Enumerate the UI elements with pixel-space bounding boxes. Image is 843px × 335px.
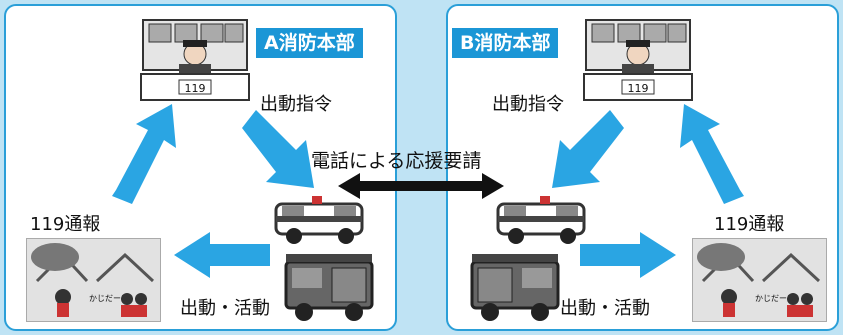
arrow-activity-b	[580, 232, 676, 278]
double-arrow-icon	[338, 173, 504, 199]
report-119-b: 119通報	[714, 214, 785, 235]
arrow-dispatch-a	[242, 110, 322, 190]
phone-request-label: 電話による応援要請	[311, 150, 482, 172]
arrow-dispatch-b	[544, 110, 624, 190]
hq-sign-text: 119	[185, 82, 206, 95]
fire-scene-icon: かじだー!	[692, 238, 827, 322]
command-vehicle-icon	[494, 190, 590, 246]
fire-hq-icon: 119	[582, 18, 694, 104]
hq-b-label: B消防本部	[452, 28, 559, 58]
hq-a-label: A消防本部	[256, 28, 363, 58]
dispatch-activity-a: 出動・活動	[180, 298, 270, 319]
arrow-report-a	[102, 104, 182, 204]
dispatch-order-a: 出動指令	[260, 94, 332, 115]
fire-hq-icon: 119	[139, 18, 251, 104]
hq-sign-text: 119	[628, 82, 649, 95]
fire-engine-icon	[282, 252, 378, 324]
panel-b: B消防本部 119 出動指令	[446, 4, 839, 331]
command-vehicle-icon	[272, 190, 368, 246]
arrow-report-b	[674, 104, 754, 204]
fire-engine-icon	[468, 252, 564, 324]
arrow-activity-a	[174, 232, 270, 278]
fire-scene-icon: かじだー!	[26, 238, 161, 322]
dispatch-order-b: 出動指令	[492, 94, 564, 115]
dispatch-activity-b: 出動・活動	[560, 298, 650, 319]
report-119-a: 119通報	[30, 214, 101, 235]
callout-text: かじだー!	[755, 294, 790, 303]
panel-a: 119 A消防本部 出動指令 119通報 かじだー!	[4, 4, 397, 331]
callout-text: かじだー!	[89, 294, 124, 303]
